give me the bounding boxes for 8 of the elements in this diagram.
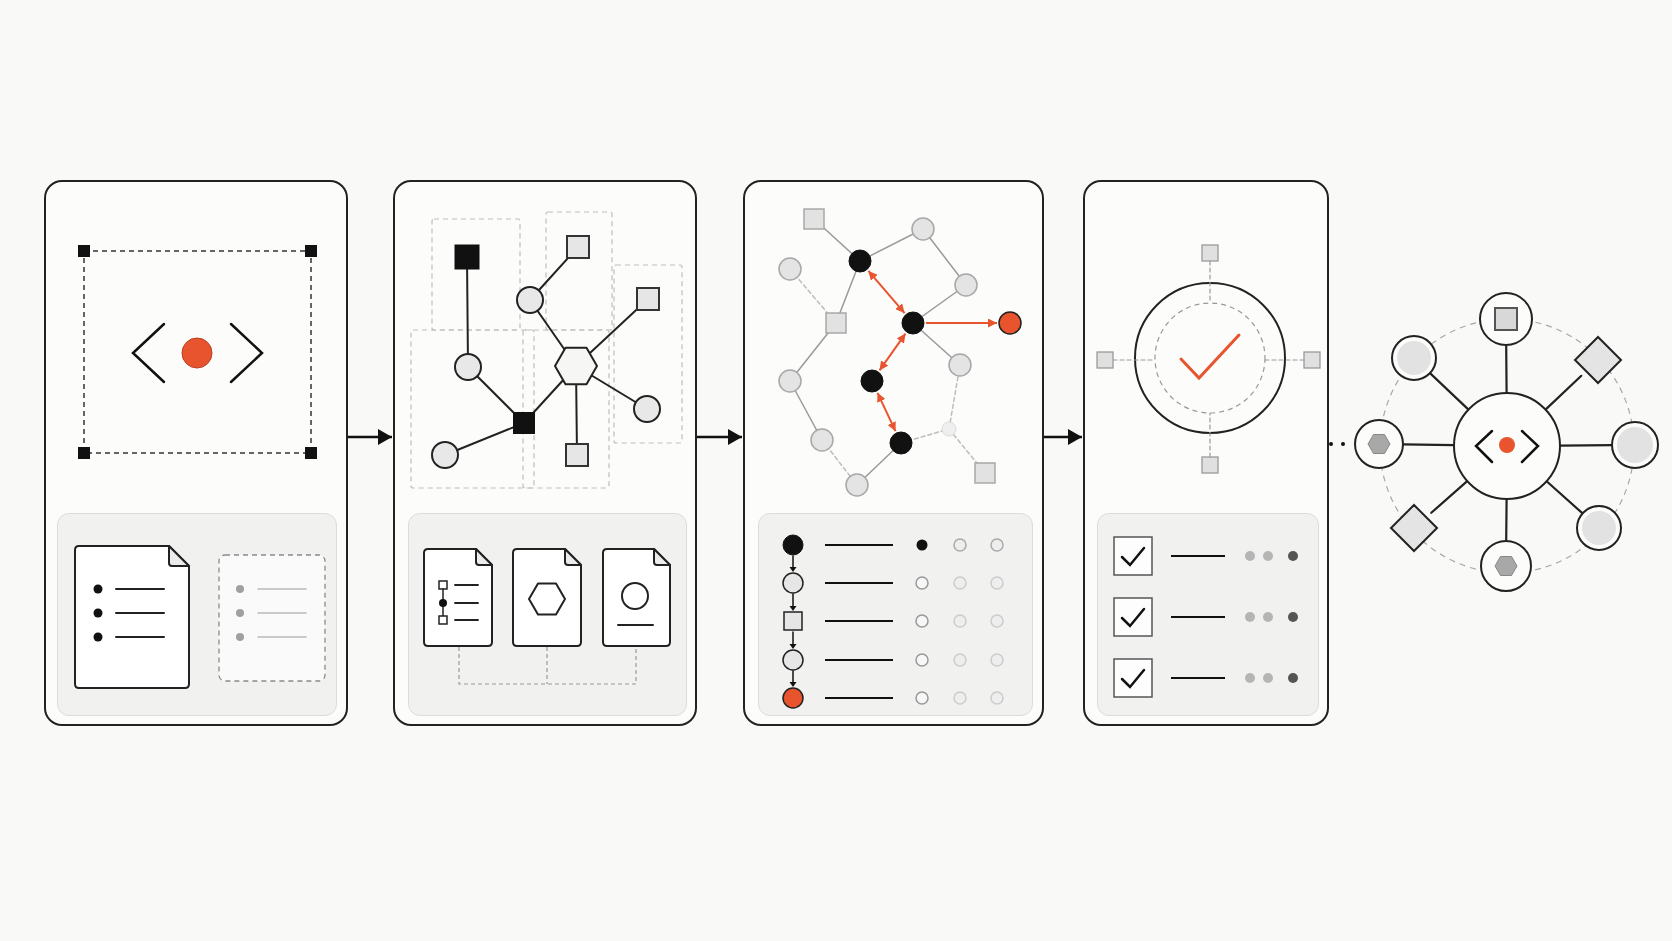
process-panel xyxy=(743,180,1044,726)
arrow xyxy=(1044,429,1082,445)
arrow xyxy=(348,429,392,445)
network-hub-illustration xyxy=(1354,292,1660,593)
process-panel xyxy=(393,180,697,726)
process-panel xyxy=(1083,180,1329,726)
arrow xyxy=(697,429,742,445)
process-panel xyxy=(44,180,348,726)
